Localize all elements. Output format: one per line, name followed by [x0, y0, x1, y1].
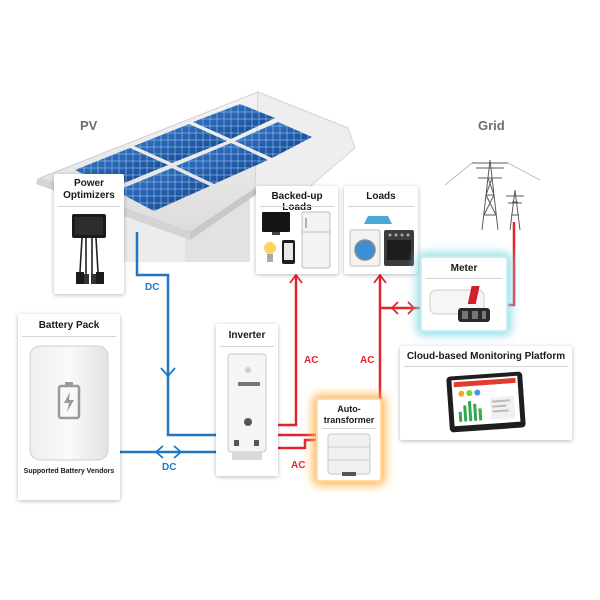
card-divider [322, 428, 376, 429]
loads-title: Loads [366, 191, 396, 202]
card-divider [348, 206, 414, 207]
monitoring-title: Cloud-based Monitoring Platform [406, 351, 566, 362]
card-divider [58, 206, 120, 207]
pv-label: PV [80, 118, 98, 133]
dc-lines [120, 232, 218, 459]
fridge-icon [301, 211, 331, 269]
power-optimizers-title: Power Optimizers [63, 178, 115, 201]
ac-label-autotransformer: AC [291, 460, 306, 471]
iron-icon [364, 216, 392, 224]
dc-arrow-bidirectional [154, 445, 183, 459]
meter-device-icon [429, 286, 490, 322]
solar-panel [193, 104, 275, 139]
tv-icon [262, 212, 290, 232]
ac-label-loads: AC [360, 355, 375, 366]
inverter-title: Inverter [228, 330, 266, 341]
battery-pack-title: Battery Pack [38, 320, 100, 331]
solar-panel [116, 168, 210, 211]
autotransformer-title: Auto- transformer [323, 404, 375, 425]
lightbulb-icon [264, 242, 276, 254]
card-divider [220, 346, 274, 347]
dc-line-optimizers [135, 232, 218, 437]
inverter-device-icon [227, 353, 267, 460]
dc-label-battery: DC [162, 462, 177, 473]
battery-device-icon [29, 345, 109, 461]
backed-up-loads-title: Backed-up Loads [271, 191, 323, 213]
ac-line-autotransformer [278, 438, 318, 450]
meter-card: Meter [422, 258, 506, 330]
solar-panel [235, 122, 312, 158]
dc-arrow-down [160, 367, 176, 378]
monitoring-card: Cloud-based Monitoring Platform [400, 346, 572, 440]
backed-up-loads-card: Backed-up Loads [256, 186, 338, 274]
battery-pack-card: Battery Pack Supported Battery Vendors [18, 314, 120, 500]
ac-arrow-meter [390, 301, 416, 315]
ac-label-backed-up: AC [304, 355, 319, 366]
autotransformer-device-icon [327, 433, 371, 476]
card-divider [426, 278, 502, 279]
power-optimizer-device-icon [72, 214, 106, 284]
loads-appliances-icon [349, 216, 414, 267]
card-divider [22, 336, 116, 337]
card-divider [404, 366, 568, 367]
ac-arrow-backed-up [289, 273, 303, 284]
ac-arrow-loads [373, 273, 387, 284]
ac-line-backed-up [278, 275, 298, 427]
backed-up-appliances-icon [262, 211, 331, 269]
card-divider [260, 206, 334, 207]
solar-panel [134, 124, 227, 163]
loads-card: Loads [344, 186, 418, 274]
ac-line-loads [278, 275, 382, 437]
grid-tower-icon [444, 159, 541, 231]
dc-label-optimizers: DC [145, 282, 160, 293]
power-optimizers-card: Power Optimizers [54, 174, 124, 294]
roof-gable [254, 91, 356, 196]
solar-panel [176, 143, 268, 184]
autotransformer-card: Auto- transformer [318, 400, 380, 480]
grid-label: Grid [478, 118, 505, 133]
battery-vendors-label: Supported Battery Vendors [23, 468, 115, 475]
roof-edge-right [190, 188, 257, 240]
meter-title: Meter [450, 263, 478, 274]
inverter-card: Inverter [216, 324, 278, 476]
monitoring-tablet-icon [446, 371, 526, 433]
